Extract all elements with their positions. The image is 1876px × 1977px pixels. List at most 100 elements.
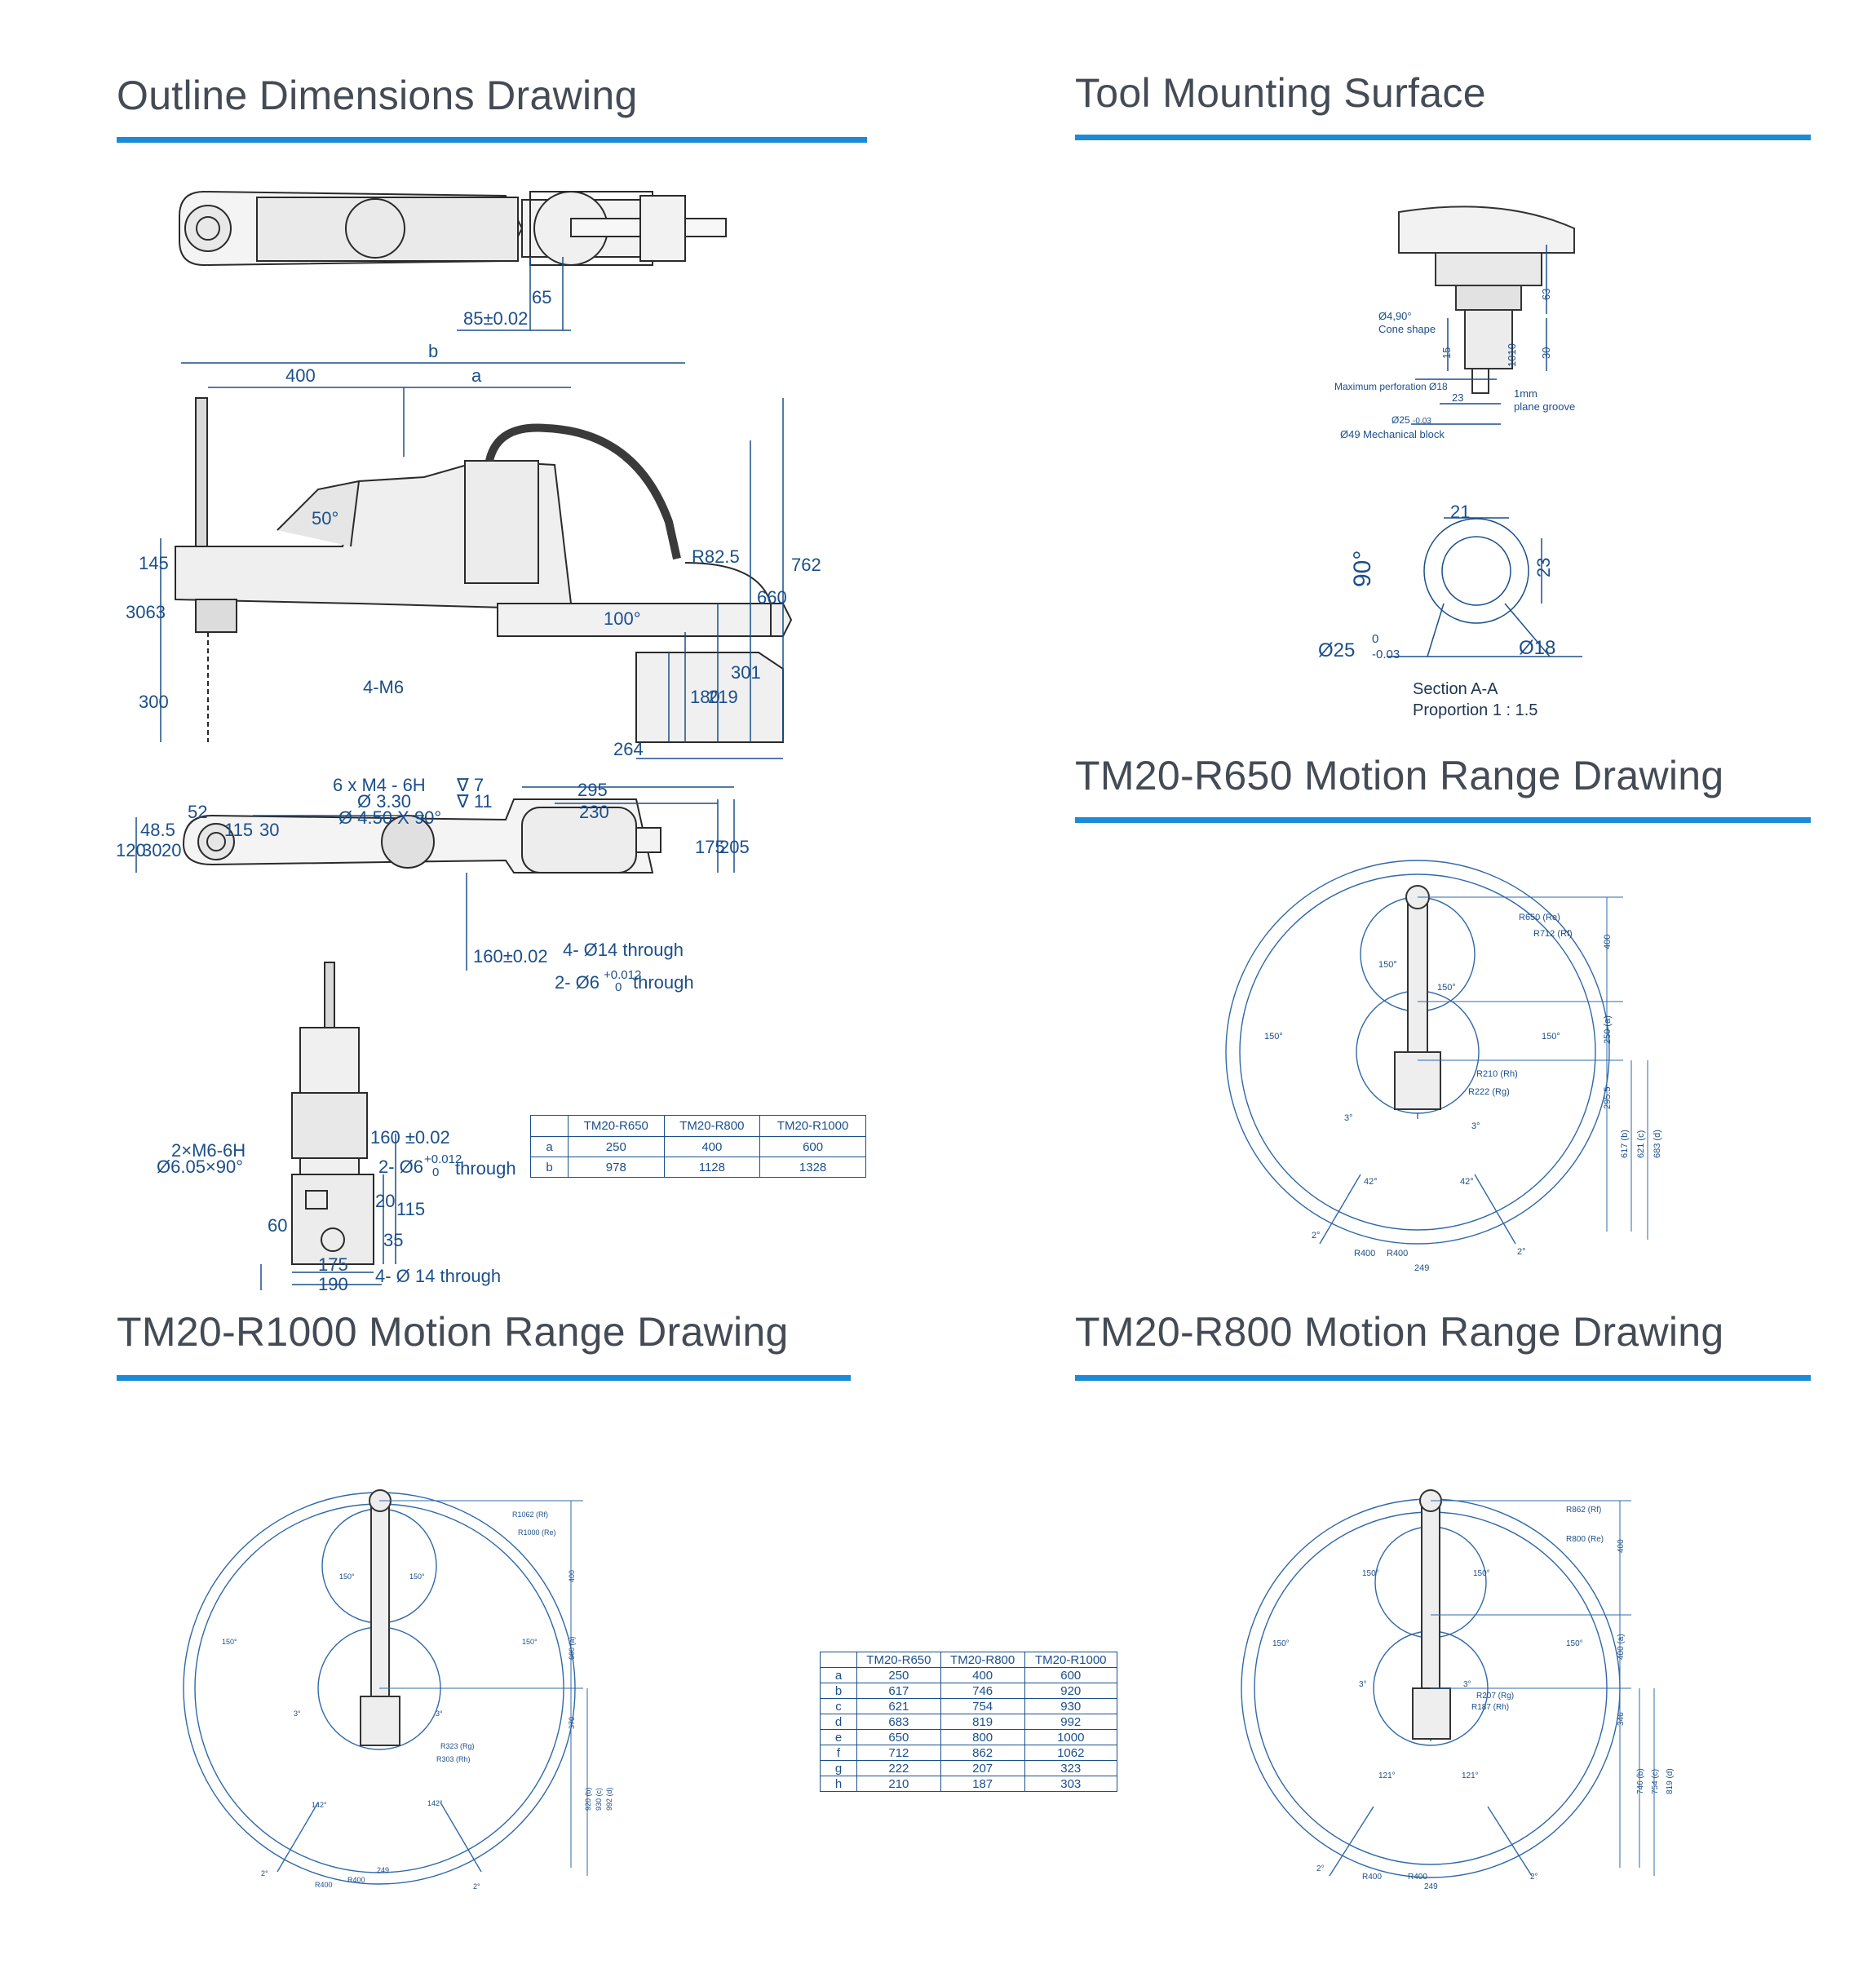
r650-rf: R712 (Rf) xyxy=(1533,929,1573,939)
big-cell: 1000 xyxy=(1024,1729,1118,1745)
big-cell: a xyxy=(820,1667,857,1683)
r800-a10: 2° xyxy=(1530,1873,1538,1882)
r1000-robot xyxy=(360,1489,400,1746)
big-cell: 187 xyxy=(940,1776,1025,1792)
dim-tol-lower-b: 0 xyxy=(432,1165,439,1179)
groove-name: plane groove xyxy=(1514,400,1576,413)
dim-145: 145 xyxy=(139,553,169,573)
big-th-1: TM20-R650 xyxy=(856,1652,941,1668)
r800-a4: 150° xyxy=(1566,1639,1583,1648)
r650-400: 400 xyxy=(1603,935,1613,949)
r800-a2: 150° xyxy=(1473,1569,1490,1578)
outline-title: Outline Dimensions Drawing xyxy=(117,73,638,118)
r800-d: 819 (d) xyxy=(1666,1768,1675,1794)
r800-400: 400 xyxy=(1617,1539,1626,1553)
big-cell: 920 xyxy=(1024,1683,1118,1699)
tool-groove-label: 1mm plane groove xyxy=(1514,387,1575,414)
r800-drawing: R862 (Rf) R800 (Re) 400 400 (a) 346 746 … xyxy=(1232,1484,1688,1908)
r1000-a10: 2° xyxy=(473,1882,480,1891)
dim-4m6: 4-M6 xyxy=(363,677,404,697)
big-cell: 250 xyxy=(856,1667,941,1683)
tool-d25-label: Ø25 -0.03 xyxy=(1392,414,1431,427)
section-dim-d18: Ø18 xyxy=(1519,637,1555,659)
r650-2955: 295.5 xyxy=(1603,1086,1613,1109)
big-cell: 746 xyxy=(940,1683,1025,1699)
dim-175b: 175 xyxy=(318,1254,348,1275)
section-dim-23: 23 xyxy=(1533,558,1554,577)
dim-4d14: 4- Ø14 through xyxy=(563,940,684,960)
dim-tol-upper-b: +0.012 xyxy=(424,1152,462,1166)
tool-title: Tool Mounting Surface xyxy=(1075,70,1486,116)
dim-through: through xyxy=(633,972,694,993)
big-cell: 400 xyxy=(940,1667,1025,1683)
r1000-re: R1000 (Re) xyxy=(518,1528,556,1537)
small-cell: 250 xyxy=(568,1136,665,1157)
r650-a: 250 (a) xyxy=(1603,1015,1613,1044)
proportion-label: Proportion 1 : 1.5 xyxy=(1413,701,1538,719)
small-th-1: TM20-R650 xyxy=(568,1115,665,1137)
small-cell: 400 xyxy=(663,1136,761,1157)
r650-a2: 150° xyxy=(1437,983,1456,993)
dim-100deg: 100° xyxy=(604,608,641,629)
dim-d330: Ø 3.30 xyxy=(357,791,411,812)
r650-a8: 42° xyxy=(1460,1177,1474,1187)
tool-drawing: 63 30 15 1010 23 21 23 90° Ø25 0 -0.03 Ø… xyxy=(1305,196,1631,726)
robot-plan-view xyxy=(182,798,661,874)
r1000-a5: 3° xyxy=(294,1709,301,1718)
dim-30a: 30 xyxy=(259,820,279,840)
r1000-370: 370 xyxy=(568,1717,576,1729)
outline-title-rule xyxy=(117,137,867,143)
r800-a1: 150° xyxy=(1362,1569,1379,1578)
small-cell: 978 xyxy=(568,1157,665,1178)
section-caption: Section A-A Proportion 1 : 1.5 xyxy=(1413,679,1538,721)
tool-dim-15: 15 xyxy=(1440,347,1453,359)
r1000-a6: 3° xyxy=(436,1709,443,1718)
r650-a3: 150° xyxy=(1264,1032,1283,1042)
section-tol-neg: -0.03 xyxy=(1372,648,1400,661)
r800-346: 346 xyxy=(1617,1712,1626,1726)
big-cell: 323 xyxy=(1024,1760,1118,1776)
section-label: Section A-A xyxy=(1413,680,1498,698)
tool-dim-labels: 63 30 15 1010 23 21 23 90° Ø25 0 -0.03 Ø… xyxy=(1318,289,1555,661)
r1000-r400a: R400 xyxy=(315,1881,333,1889)
dim-b: b xyxy=(428,341,438,361)
small-cell: b xyxy=(530,1157,569,1178)
big-cell: 222 xyxy=(856,1760,941,1776)
section-dim-21: 21 xyxy=(1450,502,1470,522)
cone-shape: Cone shape xyxy=(1378,323,1436,335)
r800-a6: 3° xyxy=(1463,1680,1471,1689)
dim-160b: 160 ±0.02 xyxy=(370,1127,450,1148)
dim-depth7: ∇ 7 xyxy=(456,775,484,795)
big-cell: 930 xyxy=(1024,1698,1118,1714)
r1000-c: 930 (c) xyxy=(595,1788,603,1811)
r1000-rg: R323 (Rg) xyxy=(440,1742,475,1750)
r650-drawing: R650 (Re) R712 (Rf) 400 250 (a) 295.5 61… xyxy=(1223,848,1680,1273)
r1000-a9: 2° xyxy=(261,1869,268,1877)
model-table-small: TM20-R650 TM20-R800 TM20-R1000 a 250 400… xyxy=(530,1115,866,1178)
dim-tol-lower: 0 xyxy=(615,980,622,994)
dim-115: 115 xyxy=(224,820,253,840)
r1000-title: TM20-R1000 Motion Range Drawing xyxy=(117,1309,789,1355)
big-cell: 650 xyxy=(856,1729,941,1745)
big-th-2: TM20-R800 xyxy=(940,1652,1025,1668)
dim-d450: Ø 4.50 X 90° xyxy=(338,807,441,828)
r650-b: 617 (b) xyxy=(1620,1130,1630,1158)
r650-c: 621 (c) xyxy=(1636,1130,1646,1158)
r800-a9: 2° xyxy=(1316,1864,1325,1873)
robot-front-view xyxy=(291,962,374,1265)
dim-30b: 30 xyxy=(142,840,161,860)
dim-through-b: through xyxy=(455,1158,516,1179)
big-cell: g xyxy=(820,1760,857,1776)
dim-a: a xyxy=(471,365,482,386)
section-tol-0: 0 xyxy=(1372,632,1378,646)
r650-a7: 42° xyxy=(1364,1177,1378,1187)
dim-4d14b: 4- Ø 14 through xyxy=(375,1266,501,1286)
tool-title-rule xyxy=(1075,135,1811,140)
r800-a: 400 (a) xyxy=(1617,1634,1626,1660)
r650-rg: R222 (Rg) xyxy=(1468,1087,1510,1097)
dim-60: 60 xyxy=(268,1215,287,1236)
r650-title: TM20-R650 Motion Range Drawing xyxy=(1075,753,1724,798)
big-cell: 621 xyxy=(856,1698,941,1714)
dim-295: 295 xyxy=(577,780,608,800)
r1000-a3: 150° xyxy=(222,1638,237,1646)
